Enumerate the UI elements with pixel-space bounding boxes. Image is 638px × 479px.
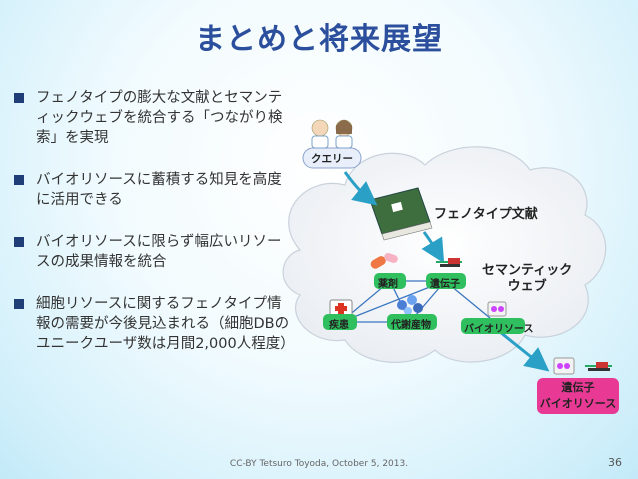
bullet-item: バイオリソースに蓄積する知見を高度に活用できる [14,170,294,210]
bullet-marker [14,93,24,103]
book-icon [369,187,433,241]
bullet-text: フェノタイプの膨大な文献とセマンティックウェブを統合する「つながり検索」を実現 [36,90,283,146]
node-metabolite-label: 代謝産物 [391,320,431,331]
bullet-text: バイオリソースに限らず幅広いリソースの成果情報を統合 [36,234,282,270]
bioresource-icon [487,301,507,317]
flow-arrows [343,171,550,372]
query-box [302,119,362,169]
bullet-item: フェノタイプの膨大な文献とセマンティックウェブを統合する「つながり検索」を実現 [14,88,294,148]
bullet-text: バイオリソースに蓄積する知見を高度に活用できる [36,172,282,208]
slide-title: まとめと将来展望 [195,22,443,57]
bullet-text: 細胞リソースに関するフェノタイプ情報の需要が今後見込まれる（細胞DBのユニークユ… [36,296,295,352]
gene-icon [436,258,462,267]
result-label: 遺伝子 バイオリソース [539,381,617,410]
query-label: クエリー [311,153,353,165]
bullet-item: バイオリソースに限らず幅広いリソースの成果情報を統合 [14,232,294,272]
disease-icon [329,299,353,317]
node-gene-label: 遺伝子 [430,279,460,290]
literature-label: フェノタイプ文献 [434,207,538,222]
bullet-item: 細胞リソースに関するフェノタイプ情報の需要が今後見込まれる（細胞DBのユニークユ… [14,294,295,354]
bullet-marker [14,299,24,309]
metabolite-icon [397,295,423,315]
bullet-marker [14,175,24,185]
result-icons [537,357,619,414]
drug-icon [370,252,398,269]
node-drug-label: 薬剤 [378,279,398,290]
node-disease-label: 疾患 [329,320,349,331]
node-badges [323,273,525,334]
footer-credit: CC-BY Tetsuro Toyoda, October 5, 2013. [229,459,409,469]
node-bioresource-label: バイオリソース [464,324,534,335]
bullet-list: フェノタイプの膨大な文献とセマンティックウェブを統合する「つながり検索」を実現 … [14,88,295,376]
page-number: 36 [608,456,622,469]
bullet-marker [14,237,24,247]
semantic-web-label: セマンティック ウェブ [482,263,573,294]
